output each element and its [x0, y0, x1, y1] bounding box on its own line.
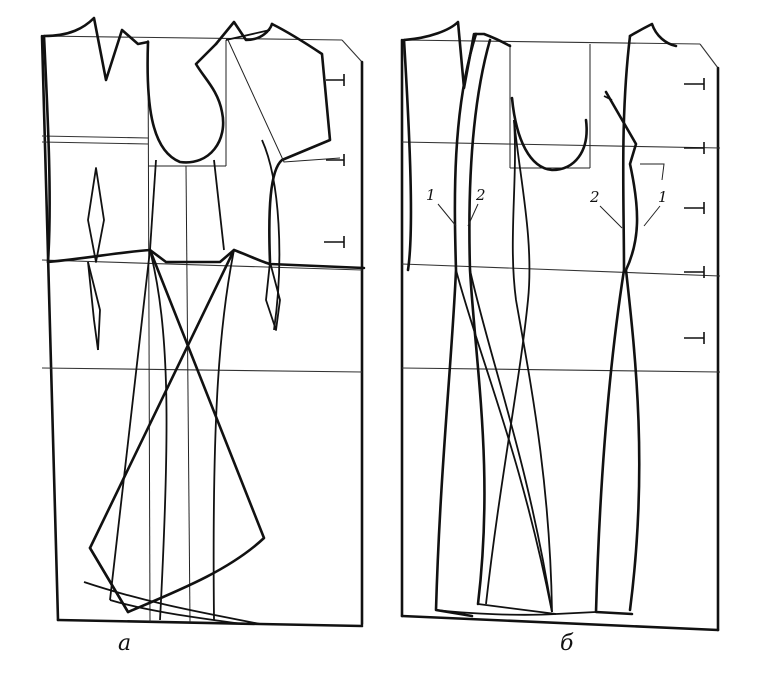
panel-b-hem [435, 609, 597, 616]
panel-a-skirt [83, 248, 266, 625]
panel-b-label-1-right: 1 [658, 188, 668, 206]
panel-a-drawing: а [40, 16, 366, 656]
panel-b-label-1-left: 1 [426, 186, 436, 204]
panel-b-armhole [510, 96, 588, 172]
panel-a-armhole [146, 40, 225, 164]
panel-a-caption: а [118, 631, 131, 656]
panel-b-front [402, 20, 557, 618]
panel-a-waist [46, 159, 366, 270]
panel-b-caption: б [560, 631, 574, 656]
panel-b-frame [400, 38, 721, 632]
panel-b-back [594, 22, 705, 616]
panel-a-back-bodice [214, 20, 345, 331]
panel-b-drawing: 1 2 2 1 б [400, 20, 721, 656]
panel-b-label-leaders [437, 203, 661, 229]
panel-b-label-2-left: 2 [475, 186, 486, 204]
panel-a-front-bodice [42, 16, 150, 351]
panel-b-label-2-right: 2 [589, 188, 600, 206]
panel-a-frame [40, 34, 364, 628]
